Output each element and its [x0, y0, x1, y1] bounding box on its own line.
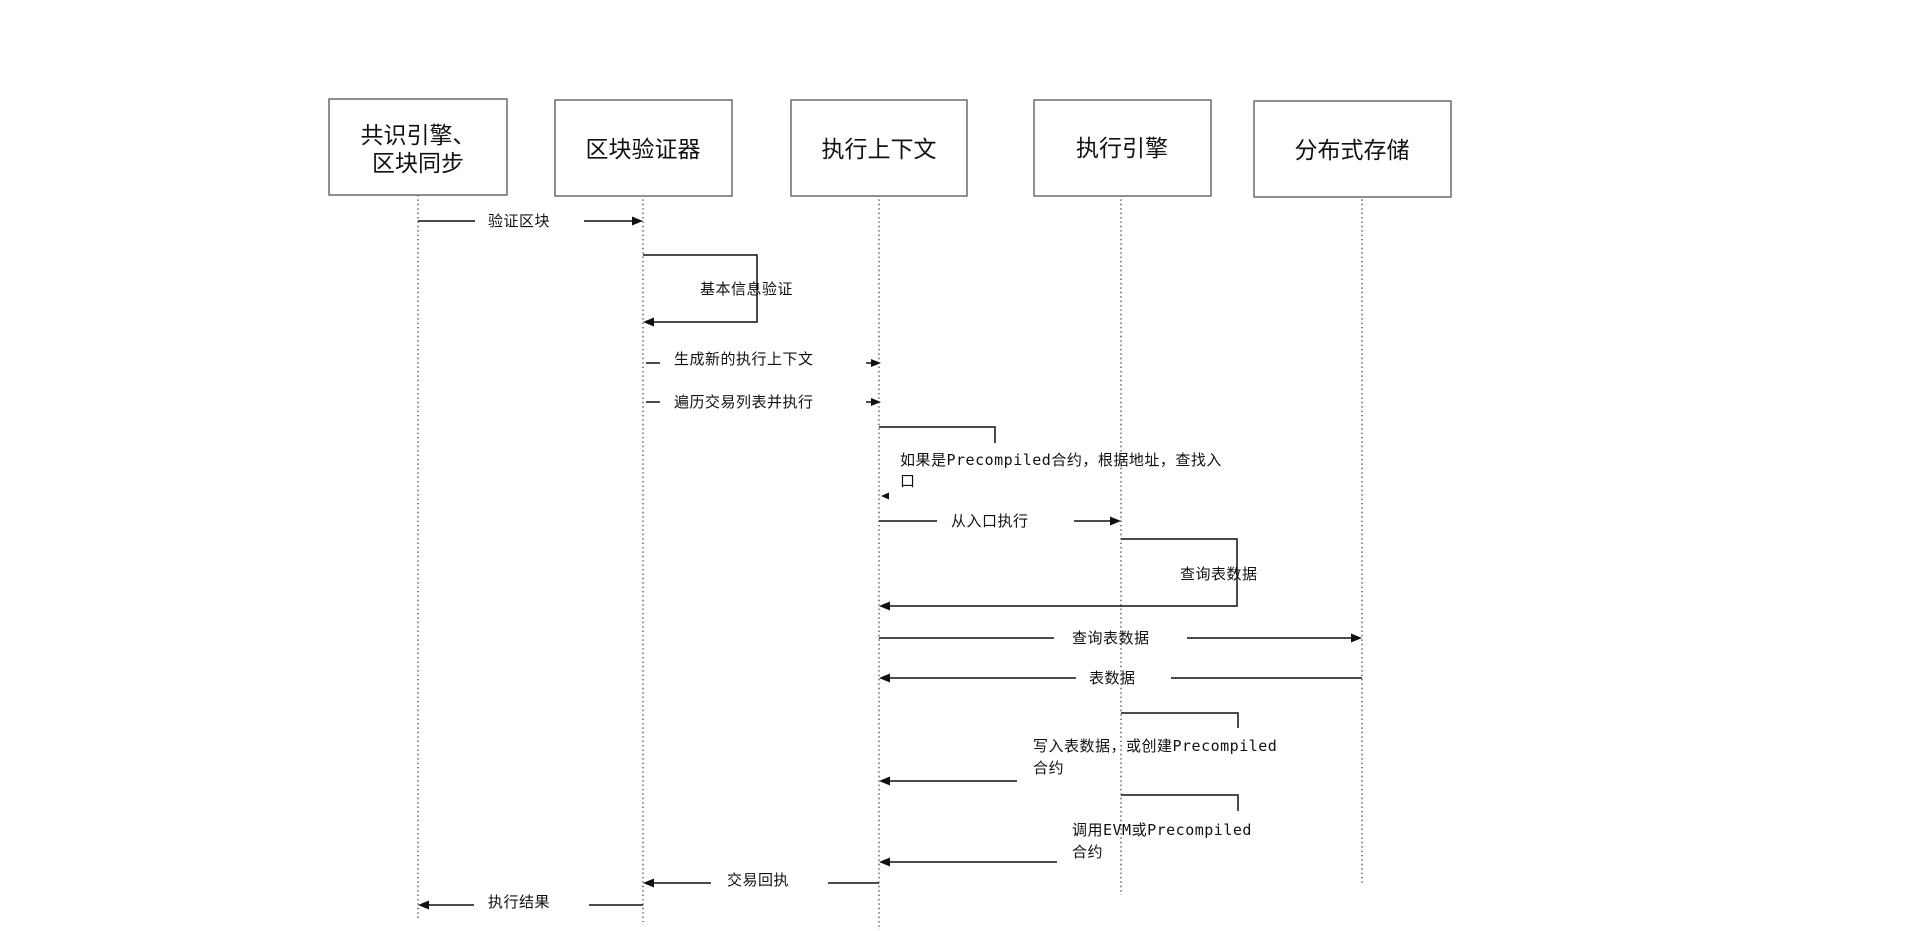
arrow-head	[643, 878, 654, 888]
message-write-table: 写入表数据，或创建Precompiled 合约	[879, 712, 1277, 786]
participant-box-context	[790, 99, 968, 197]
participant-consensus: 共识引擎、 区块同步	[328, 98, 508, 196]
message-label: 基本信息验证	[700, 280, 793, 298]
arrow-head	[1351, 633, 1362, 643]
message-query-table-self: 查询表数据	[879, 538, 1258, 611]
arrow-head	[879, 673, 890, 683]
participant-label-line: 区块同步	[372, 151, 464, 177]
self-message-loop	[1121, 712, 1239, 728]
message-label: 查询表数据	[1072, 629, 1150, 647]
participant-engine: 执行引擎	[1033, 99, 1212, 197]
self-message-loop	[879, 426, 996, 443]
message-label: 交易回执	[727, 871, 789, 889]
message-label: 查询表数据	[1180, 565, 1258, 583]
message-label: 执行结果	[488, 893, 550, 911]
message-iterate-tx: 遍历交易列表并执行	[646, 393, 881, 411]
arrow-head	[879, 601, 890, 611]
participant-label-line: 执行引擎	[1076, 136, 1168, 162]
participant-box-engine	[1033, 99, 1212, 197]
message-label: 调用EVM或Precompiled	[1072, 821, 1252, 839]
participant-box-validator	[554, 99, 733, 197]
message-query-table-storage: 查询表数据	[879, 629, 1362, 647]
message-label: 从入口执行	[951, 512, 1029, 530]
message-label: 遍历交易列表并执行	[674, 393, 814, 411]
arrow-head	[1110, 516, 1121, 526]
message-label: 口	[900, 472, 916, 490]
arrow-head	[879, 857, 890, 867]
lifelines	[417, 195, 1363, 930]
message-label: 生成新的执行上下文	[674, 350, 814, 368]
arrow-head	[643, 317, 654, 327]
participant-context: 执行上下文	[790, 99, 968, 197]
message-label: 写入表数据，或创建Precompiled	[1033, 737, 1277, 755]
arrow-head	[879, 776, 890, 786]
participant-validator: 区块验证器	[554, 99, 733, 197]
arrow-head	[871, 398, 881, 406]
message-label: 合约	[1033, 759, 1064, 777]
self-message-loop	[1121, 794, 1239, 811]
message-label: 如果是Precompiled合约，根据地址，查找入	[900, 451, 1222, 469]
message-basic-info-verify: 基本信息验证	[643, 254, 793, 327]
participant-label-line: 执行上下文	[822, 137, 937, 163]
message-execute-from-entry: 从入口执行	[879, 512, 1121, 530]
self-message-loop	[643, 254, 758, 323]
messages: 验证区块 基本信息验证 生成新的执行上下文 遍历交易列表并执行 如果是Preco…	[418, 212, 1362, 911]
message-create-context: 生成新的执行上下文	[646, 350, 881, 368]
participant-label-line: 共识引擎、	[361, 123, 476, 149]
message-label: 验证区块	[488, 212, 550, 230]
participant-box-consensus	[328, 98, 508, 196]
self-message-loop	[890, 538, 1238, 607]
arrow-head	[871, 359, 881, 367]
participant-box-storage	[1253, 100, 1452, 198]
message-find-entry: 如果是Precompiled合约，根据地址，查找入 口	[879, 426, 1222, 500]
participants: 共识引擎、 区块同步 区块验证器 执行上下文 执行引擎 分布式存储	[328, 98, 1452, 198]
message-verify-block: 验证区块	[418, 212, 643, 230]
arrow-head	[418, 900, 429, 910]
message-call-evm: 调用EVM或Precompiled 合约	[879, 794, 1252, 867]
message-label: 合约	[1072, 843, 1103, 861]
participant-label-line: 分布式存储	[1295, 138, 1410, 164]
message-table-data: 表数据	[879, 669, 1362, 687]
arrow-head	[632, 216, 643, 226]
arrow-head	[881, 492, 889, 500]
participant-storage: 分布式存储	[1253, 100, 1452, 198]
message-exec-result: 执行结果	[418, 893, 643, 911]
message-label: 表数据	[1089, 669, 1136, 687]
message-tx-receipt: 交易回执	[643, 871, 879, 889]
participant-label-line: 区块验证器	[586, 137, 701, 163]
